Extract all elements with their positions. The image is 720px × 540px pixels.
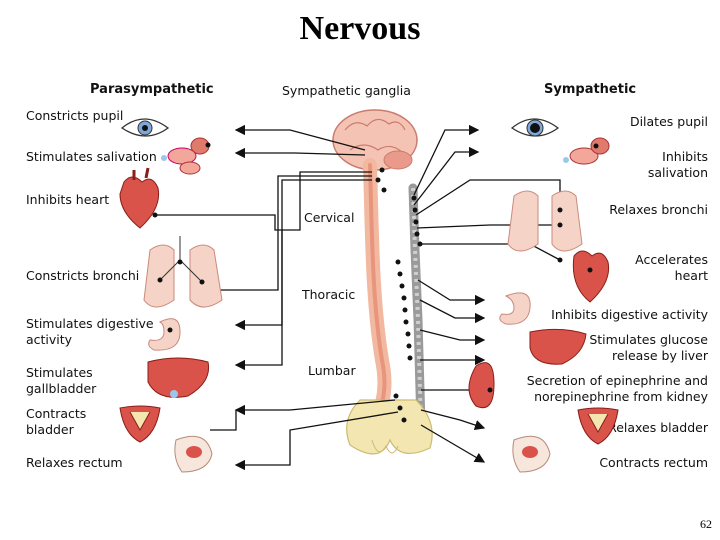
label-inhibits-salivation: Inhibits salivation [647,149,708,180]
heart-left-icon [119,167,160,229]
label-accelerates-heart: Accelerates heart [635,252,708,283]
sympathetic-header: Sympathetic [544,82,637,97]
stomach-left-icon [148,318,181,351]
organ-connection-dots [152,142,599,393]
label-stimulates-digestive: Stimulates digestive activity [26,316,154,347]
eye-left-icon [120,118,170,137]
label-relaxes-rectum: Relaxes rectum [26,455,123,470]
label-stimulates-glucose: Stimulates glucose release by liver [589,332,708,363]
label-stimulates-gallbladder: Stimulates gallbladder [26,365,97,396]
label-relaxes-bronchi: Relaxes bronchi [609,202,708,217]
label-inhibits-digestive: Inhibits digestive activity [551,307,708,322]
label-inhibits-heart: Inhibits heart [26,192,110,207]
label-lumbar: Lumbar [308,363,356,378]
label-contracts-bladder: Contracts bladder [26,406,87,437]
page-title: Nervous [299,10,421,47]
lungs-right-icon [507,190,583,252]
rectum-left-icon [174,435,213,473]
sympathetic-ganglia-header: Sympathetic ganglia [282,83,411,98]
salivary-gland-right-icon [563,137,610,165]
label-constricts-pupil: Constricts pupil [26,108,124,123]
parasympathetic-nerve-lines [155,124,399,471]
label-relaxes-bladder: Relaxes bladder [608,420,708,435]
label-constricts-bronchi: Constricts bronchi [26,268,140,283]
bladder-right-icon [577,407,619,445]
label-stimulates-salivation: Stimulates salivation [26,149,157,164]
liver-right-icon [529,328,587,365]
lungs-left-icon [143,236,223,308]
kidney-right-icon [468,362,495,409]
label-secretion-epinephrine: Secretion of epinephrine and norepinephr… [526,373,708,404]
salivary-gland-left-icon [161,137,210,175]
spinal-nerve-dots [375,167,423,423]
rectum-right-icon [512,435,551,473]
stomach-right-icon [499,292,531,325]
parasympathetic-header: Parasympathetic [90,82,214,97]
eye-right-icon [510,118,560,137]
bladder-left-icon [119,405,161,443]
spinal-cord-illustration [346,158,433,455]
label-thoracic: Thoracic [302,287,356,302]
sympathetic-nerve-lines [413,124,561,463]
label-dilates-pupil: Dilates pupil [629,114,708,129]
label-cervical: Cervical [304,210,355,225]
label-contracts-rectum: Contracts rectum [599,455,708,470]
heart-right-icon [572,250,610,303]
page-number: 62 [700,517,712,531]
liver-left-icon [147,357,210,398]
